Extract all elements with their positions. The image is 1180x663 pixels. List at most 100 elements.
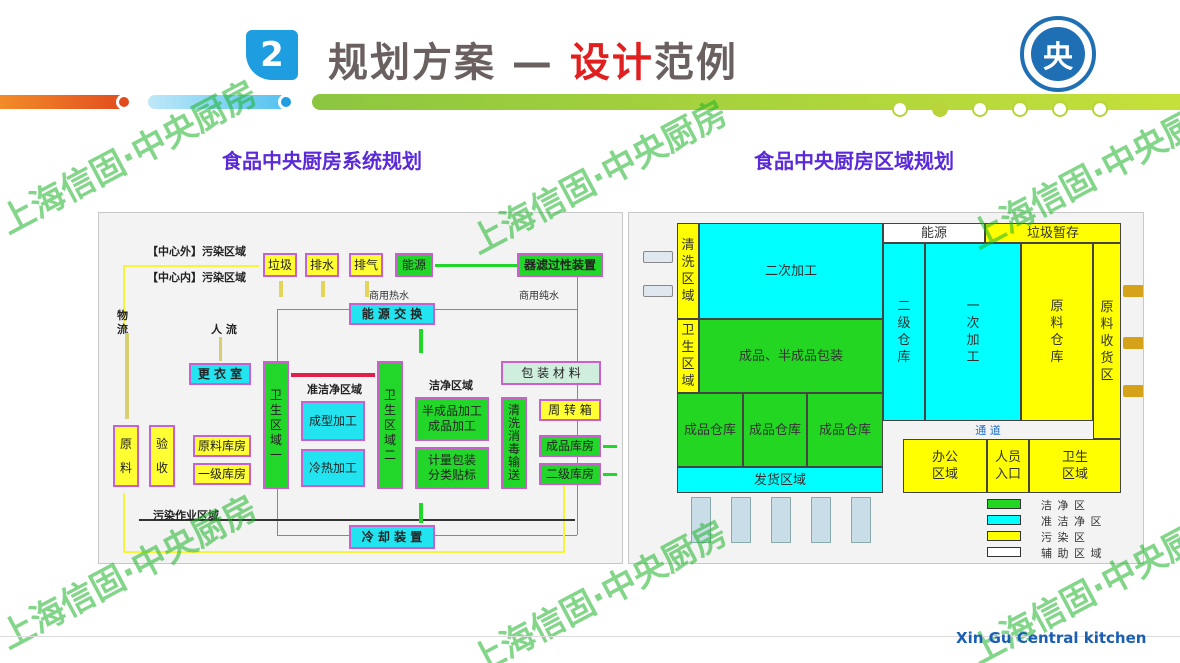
box-semi-product: 半成品加工 成品加工: [415, 397, 489, 441]
decor-dot: [116, 94, 132, 110]
box-sanitary-zone-2: 卫 生 区 域 二: [377, 361, 403, 489]
loading-dock: [771, 497, 791, 543]
label-logistics: 物 流: [117, 309, 128, 336]
zone-product-warehouse-3: 成品仓库: [807, 393, 883, 467]
legend-swatch-clean: [987, 499, 1021, 509]
zone-sanitary: 卫 生 区 域: [677, 319, 699, 393]
decor-dot: [278, 94, 294, 110]
legend-label-clean: 洁 净 区: [1041, 499, 1086, 512]
truck-icon: [1123, 385, 1143, 397]
logistics-line: [563, 477, 565, 553]
decor-ring: [1092, 101, 1108, 117]
logo-emblem: 央: [1031, 27, 1085, 81]
box-inspection: 验 收: [149, 425, 175, 487]
page-title-highlight: 设计: [569, 40, 654, 86]
box-drain: 排水: [305, 253, 339, 277]
box-secondary-warehouse: 二级库房: [539, 463, 601, 485]
label-outer-dirty: 【中心外】污染区域: [147, 245, 246, 258]
box-turnover-crate: 周 转 箱: [539, 399, 601, 421]
legend-swatch-dirty: [987, 531, 1021, 541]
legend-swatch-semi-clean: [987, 515, 1021, 525]
loading-dock: [851, 497, 871, 543]
legend-label-dirty: 污 染 区: [1041, 531, 1086, 544]
truck-icon: [1123, 337, 1143, 349]
label-pure-water: 商用纯水: [519, 291, 559, 302]
zone-corridor: 通 道: [975, 423, 1001, 437]
flow-arrow-up: [365, 281, 369, 297]
box-metering-packing: 计量包装 分类贴标: [415, 447, 489, 489]
left-diagram-title: 食品中央厨房系统规划: [222, 149, 422, 173]
logistics-line: [123, 265, 259, 267]
decor-ring: [972, 101, 988, 117]
page-title-main: 规划方案 —: [328, 40, 570, 86]
company-logo: 央: [1020, 16, 1096, 92]
box-exhaust: 排气: [349, 253, 383, 277]
box-forming: 成型加工: [301, 401, 365, 441]
label-dirty-zone: 污染作业区域: [153, 509, 219, 522]
box-raw-material: 原 料: [113, 425, 139, 487]
flow-arrow-up: [279, 281, 283, 297]
flow-arrow-green: [435, 264, 517, 267]
legend-label-auxiliary: 辅 助 区 域: [1041, 547, 1103, 560]
footer-brand: Xin Gu Central kitchen: [956, 629, 1147, 647]
zone-raw-warehouse: 原 料 仓 库: [1021, 243, 1093, 421]
box-sanitary-zone-1: 卫 生 区 域 一: [263, 361, 289, 489]
flow-arrow-down: [219, 337, 222, 361]
decor-ring: [1012, 101, 1028, 117]
logistics-line: [123, 265, 125, 329]
zone-office: 办公 区域: [903, 439, 987, 493]
label-clean: 洁净区域: [429, 379, 473, 392]
zone-planning-diagram: 清 洗 区 域 二次加工 能源 垃圾暂存 卫 生 区 域 成品、半成品包装 二 …: [628, 212, 1144, 564]
logistics-line: [123, 551, 563, 553]
loading-dock: [811, 497, 831, 543]
flow-arrow-green: [603, 445, 617, 448]
box-raw-warehouse: 原料库房: [193, 435, 251, 457]
truck-icon: [643, 285, 673, 297]
zone-secondary-processing: 二次加工: [699, 223, 883, 319]
zone-shipping: 发货区域: [677, 467, 883, 493]
box-energy: 能源: [395, 253, 433, 277]
zone-staff-entrance: 人员 入口: [987, 439, 1029, 493]
box-filter-device: 器滤过性装置: [517, 253, 603, 277]
right-diagram-title: 食品中央厨房区域规划: [754, 149, 954, 173]
box-clean-disinfect: 清 洗 消 毒 输 送: [501, 397, 527, 489]
zone-sanitary-2: 卫生 区域: [1029, 439, 1121, 493]
label-semi-clean: 准洁净区域: [307, 383, 362, 396]
section-number-badge: 2: [246, 30, 298, 80]
footer-divider: [0, 636, 1180, 637]
decor-bar-orange: [0, 95, 130, 109]
flow-arrow-red: [291, 373, 375, 377]
loading-dock: [691, 497, 711, 543]
zone-raw-receiving: 原 料 收 货 区: [1093, 243, 1121, 439]
label-hot-water: 商用热水: [369, 291, 409, 302]
box-locker-room: 更 衣 室: [189, 363, 251, 385]
logistics-line: [123, 493, 125, 553]
zone-packing: 成品、半成品包装: [699, 319, 883, 393]
decor-ring: [932, 101, 948, 117]
zone-product-warehouse-2: 成品仓库: [743, 393, 807, 467]
dirty-flow-line: [139, 519, 575, 521]
zone-secondary-warehouse: 二 级 仓 库: [883, 243, 925, 421]
flow-arrow-green: [603, 473, 617, 476]
zone-product-warehouse-1: 成品仓库: [677, 393, 743, 467]
decor-bar-blue: [148, 95, 288, 109]
flow-arrow-down: [419, 329, 423, 353]
truck-icon: [1123, 285, 1143, 297]
decor-ring: [1052, 101, 1068, 117]
zone-energy: 能源: [883, 223, 985, 243]
box-cooling-device: 冷 却 装 置: [349, 525, 435, 549]
flow-arrow-down: [419, 503, 423, 523]
legend-label-semi-clean: 准 洁 净 区: [1041, 515, 1103, 528]
box-primary-warehouse: 一级库房: [193, 463, 251, 485]
flow-arrow-up: [321, 281, 325, 297]
label-inner-dirty: 【中心内】污染区域: [147, 271, 246, 284]
loading-dock: [731, 497, 751, 543]
decor-ring: [892, 101, 908, 117]
page-title-end: 范例: [653, 40, 738, 86]
box-garbage: 垃圾: [263, 253, 297, 277]
box-cold-hot-processing: 冷热加工: [301, 449, 365, 487]
system-planning-diagram: 【中心外】污染区域 【中心内】污染区域 物 流 人 流 商用热水 商用纯水 准洁…: [98, 212, 623, 564]
zone-wash: 清 洗 区 域: [677, 223, 699, 319]
box-packaging-material: 包 装 材 料: [501, 361, 601, 385]
zone-primary-processing: 一 次 加 工: [925, 243, 1021, 421]
